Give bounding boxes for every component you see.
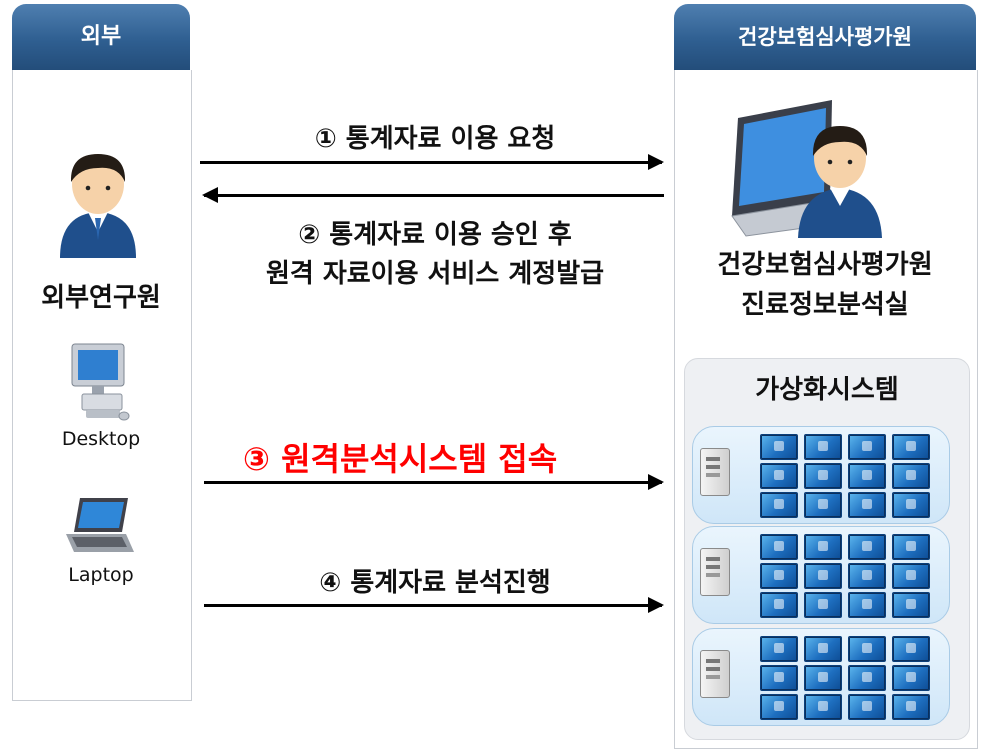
step4-label: ④ 통계자료 분석진행 — [319, 568, 551, 598]
virtual-desktop-icon — [892, 694, 930, 720]
virtual-desktop-icon — [848, 434, 886, 460]
virtual-desktop-icon — [892, 592, 930, 618]
virtual-desktop-icon — [892, 534, 930, 560]
step4-arrow — [204, 597, 664, 613]
step1-arrow — [200, 154, 664, 170]
virtual-desktop-icon — [892, 636, 930, 662]
virtual-desktop-icon — [760, 492, 798, 518]
virtual-desktop-icon — [760, 563, 798, 589]
virtual-desktop-icon — [892, 563, 930, 589]
desktop-computer-icon — [71, 343, 130, 421]
step3-label: ③ 원격분석시스템 접속 — [242, 440, 558, 478]
virtual-desktop-icon — [760, 636, 798, 662]
step1-label: ① 통계자료 이용 요청 — [314, 124, 556, 154]
virtual-desktop-icon — [892, 492, 930, 518]
virtual-desktop-icon — [848, 592, 886, 618]
virtual-desktop-icon — [804, 534, 842, 560]
virtual-desktop-icon — [848, 492, 886, 518]
person-icon — [60, 154, 136, 258]
hira-label-line1: 건강보험심사평가원 — [717, 250, 933, 280]
left-panel-header-text: 외부 — [80, 24, 122, 49]
virtual-desktop-icon — [848, 563, 886, 589]
laptop-label: Laptop — [68, 564, 134, 586]
virtual-desktop-icon — [804, 665, 842, 691]
server-icon — [700, 650, 730, 698]
step2-label-line1: ② 통계자료 이용 승인 후 — [298, 220, 572, 250]
laptop-icon — [66, 498, 134, 552]
hira-label-line2: 진료정보분석실 — [741, 290, 909, 320]
virtual-desktop-icon — [760, 463, 798, 489]
server-icon — [700, 548, 730, 596]
server-icon — [700, 448, 730, 496]
virtual-desktop-icon — [848, 636, 886, 662]
right-panel-header: 건강보험심사평가원 — [674, 4, 976, 70]
virtual-desktop-icon — [760, 434, 798, 460]
laptop-with-person-icon — [731, 100, 882, 238]
virtual-desktop-icon — [760, 665, 798, 691]
step2-arrow — [202, 187, 664, 203]
virtual-desktop-icon — [892, 434, 930, 460]
virtual-desktop-icon — [804, 492, 842, 518]
virtual-desktop-icon — [760, 534, 798, 560]
virtual-desktop-icon — [848, 534, 886, 560]
virtualization-system-title: 가상화시스템 — [755, 375, 899, 405]
virtual-desktop-icon — [804, 592, 842, 618]
virtual-desktop-icon — [848, 694, 886, 720]
left-panel-header: 외부 — [12, 4, 190, 70]
virtual-desktop-icon — [848, 463, 886, 489]
virtual-desktop-icon — [804, 636, 842, 662]
virtual-desktop-icon — [804, 434, 842, 460]
virtual-desktop-icon — [804, 463, 842, 489]
virtual-desktop-icon — [760, 592, 798, 618]
virtual-desktop-icon — [848, 665, 886, 691]
step2-label-line2: 원격 자료이용 서비스 계정발급 — [265, 259, 605, 289]
virtual-desktop-icon — [760, 694, 798, 720]
virtual-desktop-icon — [892, 463, 930, 489]
right-panel-header-text: 건강보험심사평가원 — [738, 25, 912, 49]
virtual-desktop-icon — [892, 665, 930, 691]
virtual-desktop-icon — [804, 694, 842, 720]
virtual-desktop-icon — [804, 563, 842, 589]
step3-arrow — [204, 474, 664, 490]
external-researcher-label: 외부연구원 — [41, 283, 161, 313]
desktop-label: Desktop — [61, 428, 141, 450]
